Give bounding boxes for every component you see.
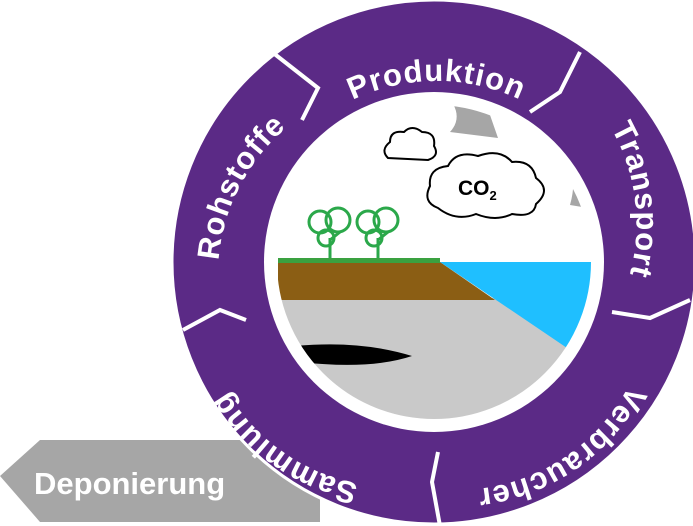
co2-subscript: 2 [490,188,497,203]
co2-cloud-icon [426,152,545,219]
cloud-icon [383,127,437,162]
cycle-ring-outline [170,0,693,526]
deponierung-label: Deponierung [34,466,225,501]
deponierung-arrow [0,440,320,522]
segment-dividers [182,50,691,526]
tree-icon [307,206,352,258]
water-body [440,262,592,350]
soil-layer [278,262,495,300]
inner-disc-border [275,103,593,421]
grass-strip [278,258,440,263]
tree-icon [355,206,400,258]
co2-label: CO2 [458,177,497,203]
ghost-arrow-top [430,104,498,138]
oil-deposit [293,344,412,365]
